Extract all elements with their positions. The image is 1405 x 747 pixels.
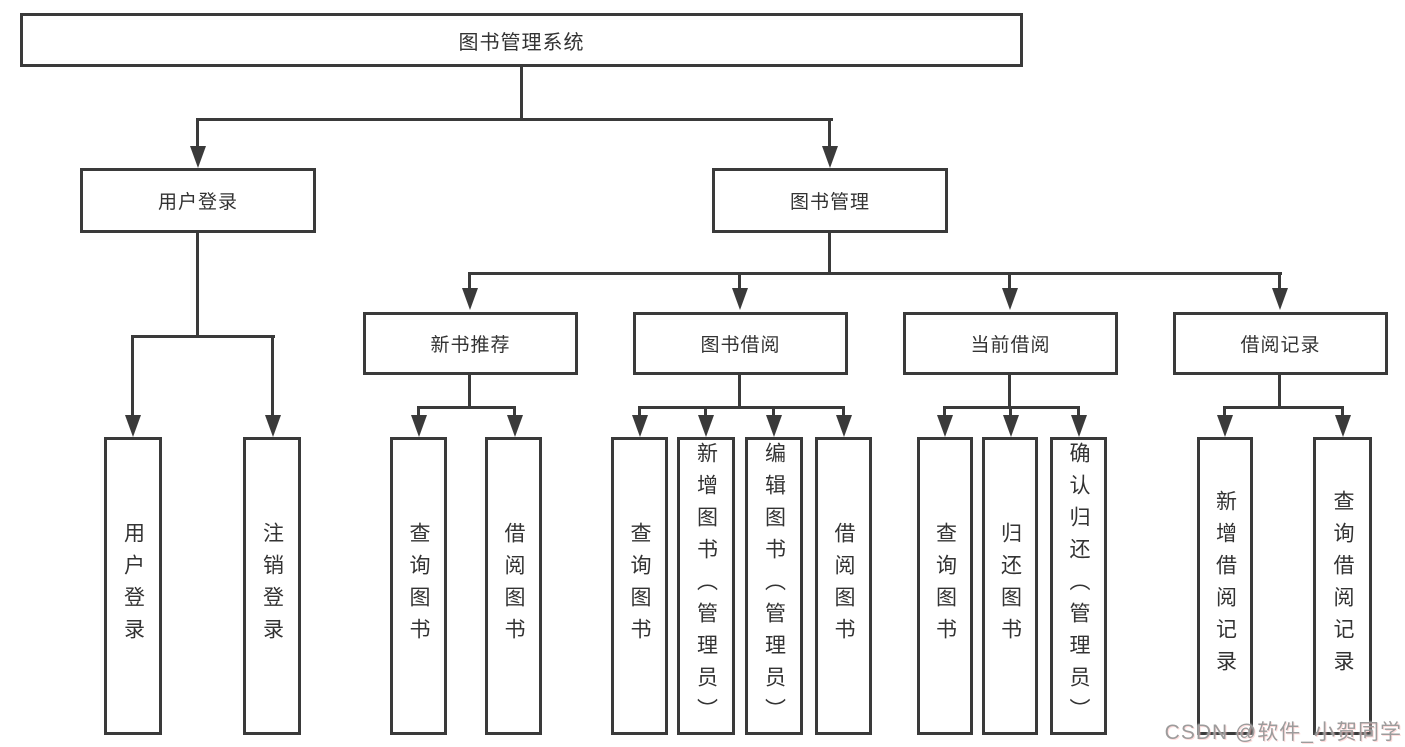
leaf-nbr-query-books: 查询图书 <box>390 437 447 735</box>
leaf-bb-borrow-books: 借阅图书 <box>815 437 872 735</box>
node-book-borrow: 图书借阅 <box>633 312 848 375</box>
arrow-down-icon <box>1217 415 1233 437</box>
node-borrow-record: 借阅记录 <box>1173 312 1388 375</box>
connector-userlogin-hline <box>131 335 275 338</box>
arrow-down-icon <box>937 415 953 437</box>
node-new-book-rec: 新书推荐 <box>363 312 578 375</box>
connector-userlogin-drop1 <box>131 335 134 416</box>
arrow-down-icon <box>190 146 206 168</box>
connector-userlogin-vline <box>196 233 199 338</box>
leaf-nbr-query-books-label: 查询图书 <box>407 522 430 650</box>
connector-cb-drop1 <box>943 406 946 416</box>
node-root: 图书管理系统 <box>20 13 1023 67</box>
connector-bookmgmt-vline <box>828 233 831 274</box>
leaf-bb-edit-books-admin-label: 编辑图书（管理员） <box>762 442 786 730</box>
leaf-bb-add-books-admin: 新增图书（管理员） <box>677 437 735 735</box>
connector-cb-drop3 <box>1077 406 1080 416</box>
leaf-cb-confirm-return-admin: 确认归还（管理员） <box>1050 437 1107 735</box>
node-book-mgmt-label: 图书管理 <box>789 192 870 213</box>
arrow-down-icon <box>822 146 838 168</box>
connector-cb-vline <box>1008 375 1011 408</box>
arrow-down-icon <box>1071 415 1087 437</box>
connector-bb-vline <box>738 375 741 408</box>
leaf-bb-query-books-label: 查询图书 <box>628 522 651 650</box>
leaf-bb-borrow-books-label: 借阅图书 <box>832 522 855 650</box>
leaf-br-add-record: 新增借阅记录 <box>1197 437 1253 735</box>
node-current-borrow: 当前借阅 <box>903 312 1118 375</box>
connector-root-vline <box>520 67 523 118</box>
arrow-down-icon <box>1272 288 1288 310</box>
leaf-bb-query-books: 查询图书 <box>611 437 668 735</box>
connector-br-hline <box>1223 406 1344 409</box>
arrow-down-icon <box>836 415 852 437</box>
node-user-login-label: 用户登录 <box>157 192 238 213</box>
leaf-cb-return-books: 归还图书 <box>982 437 1038 735</box>
arrow-down-icon <box>1335 415 1351 437</box>
connector-nbr-drop2 <box>513 406 516 416</box>
connector-bookmgmt-drop3 <box>1008 272 1011 289</box>
arrow-down-icon <box>265 415 281 437</box>
csdn-watermark: CSDN @软件_小贺同学 <box>1164 721 1402 744</box>
node-new-book-rec-label: 新书推荐 <box>430 335 511 356</box>
connector-nbr-hline <box>417 406 516 409</box>
connector-bookmgmt-hline <box>468 272 1282 275</box>
node-root-label: 图书管理系统 <box>458 31 585 54</box>
node-borrow-record-label: 借阅记录 <box>1240 335 1321 356</box>
arrow-down-icon <box>1002 288 1018 310</box>
leaf-bb-edit-books-admin: 编辑图书（管理员） <box>745 437 803 735</box>
arrow-down-icon <box>507 415 523 437</box>
connector-root-drop-left <box>196 118 199 147</box>
node-current-borrow-label: 当前借阅 <box>970 335 1051 356</box>
connector-nbr-drop1 <box>417 406 420 416</box>
connector-bb-drop2 <box>704 406 707 416</box>
leaf-logout-label: 注销登录 <box>260 522 284 650</box>
arrow-down-icon <box>125 415 141 437</box>
connector-cb-drop2 <box>1009 406 1012 416</box>
connector-bb-drop1 <box>638 406 641 416</box>
connector-br-vline <box>1278 375 1281 408</box>
connector-br-drop2 <box>1341 406 1344 416</box>
connector-bookmgmt-drop1 <box>468 272 471 289</box>
leaf-logout: 注销登录 <box>243 437 301 735</box>
leaf-nbr-borrow-books: 借阅图书 <box>485 437 542 735</box>
arrow-down-icon <box>632 415 648 437</box>
connector-bookmgmt-drop2 <box>738 272 741 289</box>
connector-bookmgmt-drop4 <box>1278 272 1281 289</box>
leaf-cb-query-books-label: 查询图书 <box>933 522 957 650</box>
leaf-cb-query-books: 查询图书 <box>917 437 973 735</box>
connector-userlogin-drop2 <box>271 335 274 416</box>
leaf-cb-return-books-label: 归还图书 <box>998 522 1022 650</box>
arrow-down-icon <box>732 288 748 310</box>
connector-bb-drop4 <box>842 406 845 416</box>
node-book-borrow-label: 图书借阅 <box>700 335 781 356</box>
arrow-down-icon <box>411 415 427 437</box>
leaf-br-query-record: 查询借阅记录 <box>1313 437 1372 735</box>
arrow-down-icon <box>1003 415 1019 437</box>
leaf-bb-add-books-admin-label: 新增图书（管理员） <box>694 442 718 730</box>
connector-root-hline <box>196 118 833 121</box>
leaf-br-add-record-label: 新增借阅记录 <box>1213 490 1237 682</box>
connector-root-drop-right <box>828 118 831 147</box>
connector-bb-drop3 <box>772 406 775 416</box>
leaf-br-query-record-label: 查询借阅记录 <box>1331 490 1354 682</box>
arrow-down-icon <box>698 415 714 437</box>
leaf-cb-confirm-return-admin-label: 确认归还（管理员） <box>1067 442 1090 730</box>
arrow-down-icon <box>462 288 478 310</box>
leaf-nbr-borrow-books-label: 借阅图书 <box>502 522 525 650</box>
connector-bb-hline <box>638 406 845 409</box>
connector-nbr-vline <box>468 375 471 408</box>
leaf-user-login-label: 用户登录 <box>121 522 145 650</box>
leaf-user-login: 用户登录 <box>104 437 162 735</box>
node-user-login: 用户登录 <box>80 168 316 233</box>
arrow-down-icon <box>766 415 782 437</box>
node-book-mgmt: 图书管理 <box>712 168 948 233</box>
connector-br-drop1 <box>1223 406 1226 416</box>
